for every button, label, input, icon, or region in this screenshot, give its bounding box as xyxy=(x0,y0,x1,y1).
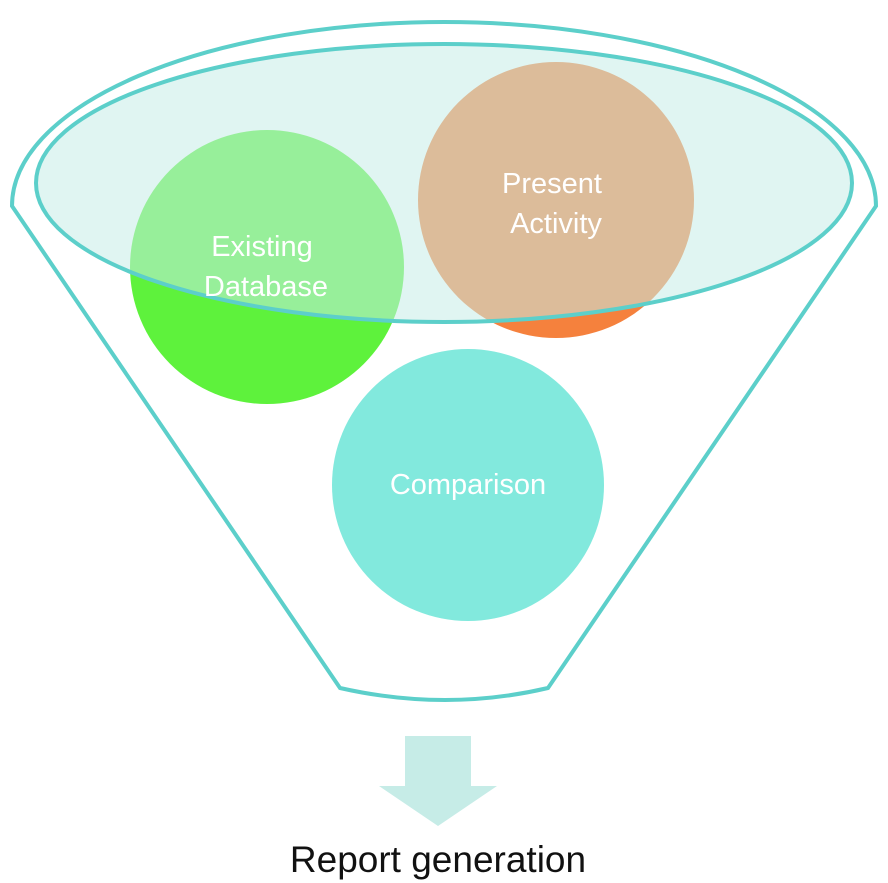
existing-database-label-line-1: Existing xyxy=(211,231,313,263)
comparison-label: Comparison xyxy=(390,469,546,501)
funnel-mouth xyxy=(34,42,854,324)
present-activity-label-line-1: Present xyxy=(502,168,602,200)
existing-database-label-line-2: Database xyxy=(204,271,328,303)
present-activity-label: Present Activity xyxy=(502,168,610,240)
comparison-circle-fill xyxy=(332,349,604,621)
report-generation-label: Report generation xyxy=(290,839,586,880)
existing-database-label: Existing Database xyxy=(204,231,328,303)
comparison-circle xyxy=(332,349,604,621)
output-arrow xyxy=(379,736,497,826)
present-activity-label-line-2: Activity xyxy=(510,208,602,240)
